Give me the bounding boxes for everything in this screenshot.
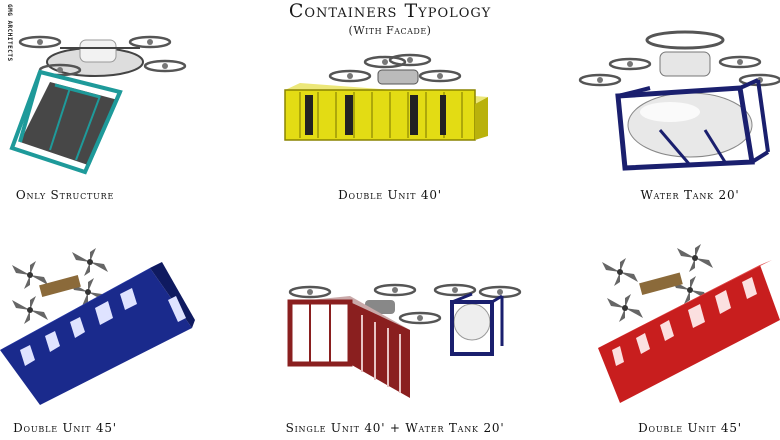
drone-icon: [328, 53, 462, 85]
architect-watermark: GMG ARCHITECTS: [6, 4, 13, 62]
caption-single-unit-water-tank: Single Unit 40' + Water Tank 20': [285, 421, 505, 435]
drone-icon: [12, 248, 108, 324]
double-unit-40-illustration: [284, 53, 488, 141]
drone-icon: [18, 35, 187, 77]
caption-water-tank-20: Water Tank 20': [640, 188, 740, 202]
water-tank-icon: [615, 78, 770, 171]
double-unit-45-red-illustration: [598, 244, 780, 403]
caption-double-unit-45-blue: Double Unit 45': [13, 421, 117, 435]
page-title: Containers Typology: [288, 0, 492, 22]
double-unit-45-blue-illustration: [0, 248, 195, 405]
page-subtitle: (With Facade): [348, 24, 432, 37]
container-icon: [9, 69, 123, 175]
drone-icon: [602, 244, 713, 322]
container-icon: [284, 83, 488, 141]
caption-only-structure: Only Structure: [15, 188, 115, 202]
caption-double-unit-40: Double Unit 40': [338, 188, 442, 202]
only-structure-illustration: [9, 35, 187, 175]
drone-icon: [578, 30, 780, 87]
container-icon: [0, 262, 195, 405]
water-tank-20-illustration: [578, 30, 780, 171]
container-icon: [287, 296, 410, 398]
container-icon: [598, 260, 780, 403]
water-tank-icon: [450, 292, 504, 356]
caption-double-unit-45-red: Double Unit 45': [638, 421, 742, 435]
single-unit-water-tank-illustration: [287, 283, 522, 398]
